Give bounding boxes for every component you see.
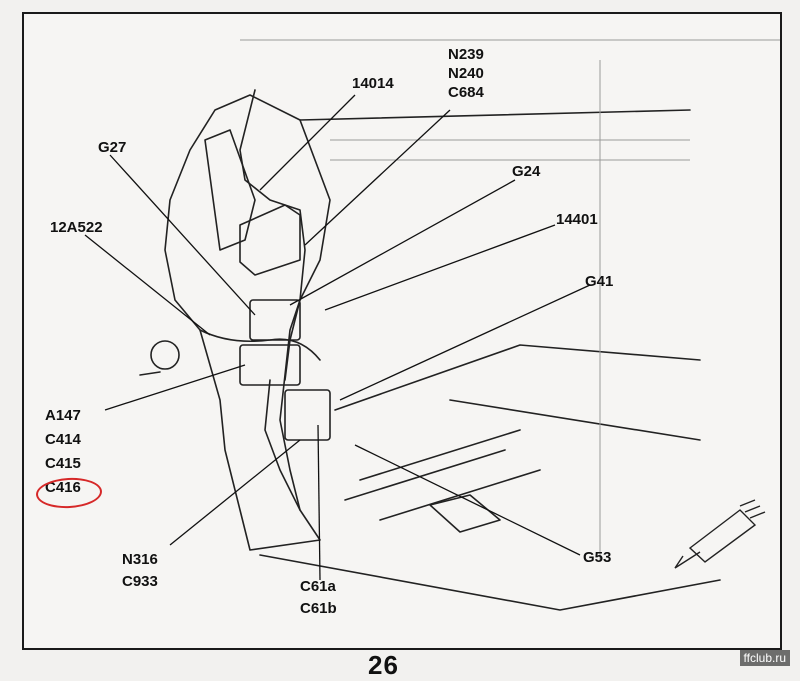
callout-n239: N239: [448, 46, 484, 63]
leader-lines: [84, 94, 591, 581]
callout-n239-n240-c684: N239 N240 C684: [448, 45, 484, 102]
watermark: ffclub.ru: [739, 650, 790, 666]
callout-n316: N316: [122, 551, 158, 568]
page-frame: [22, 12, 782, 650]
front-arrow-icon: [674, 499, 766, 569]
harness-lower: [264, 379, 301, 511]
callout-c61a-c61b: C61a C61b: [300, 576, 337, 620]
callout-c416: C416: [45, 479, 81, 496]
harness-main: [239, 89, 306, 381]
connector-block-middle: [239, 344, 301, 386]
callout-14014: 14014: [352, 75, 394, 92]
callout-n240: N240: [448, 65, 484, 82]
page-number: 26: [368, 650, 399, 680]
floor-pan-edge: [334, 344, 701, 411]
connector-block-upper: [249, 299, 301, 341]
floor-rib-2: [344, 449, 506, 501]
pillar-inner: [204, 129, 256, 251]
connector-block-lower: [284, 389, 331, 441]
callout-g24: G24: [512, 163, 541, 180]
callout-n316-c933: N316 C933: [122, 549, 158, 593]
callout-14401: 14401: [556, 211, 598, 228]
callout-g27: G27: [98, 139, 127, 156]
window-opening: [239, 204, 301, 276]
grommet: [150, 340, 180, 370]
floor-front-edge: [259, 554, 721, 611]
floor-rib-3: [379, 469, 541, 521]
sill-line: [299, 109, 691, 121]
callout-c684: C684: [448, 84, 484, 101]
callout-c933: C933: [122, 573, 158, 590]
callout-c415: C415: [45, 455, 81, 472]
callout-c61a: C61a: [300, 578, 336, 595]
callout-c414: C414: [45, 431, 81, 448]
floor-rib-1: [359, 429, 521, 481]
callout-g53: G53: [583, 549, 612, 566]
grommet-stem: [139, 371, 161, 376]
callout-c61b: C61b: [300, 600, 337, 617]
callout-12a522: 12A522: [50, 219, 103, 236]
tunnel-line: [449, 399, 701, 441]
callout-g41: G41: [585, 273, 614, 290]
callout-a147: A147: [45, 407, 81, 424]
floor-opening: [429, 494, 501, 533]
callout-a147-group: A147 C414 C415 C416: [45, 404, 81, 500]
